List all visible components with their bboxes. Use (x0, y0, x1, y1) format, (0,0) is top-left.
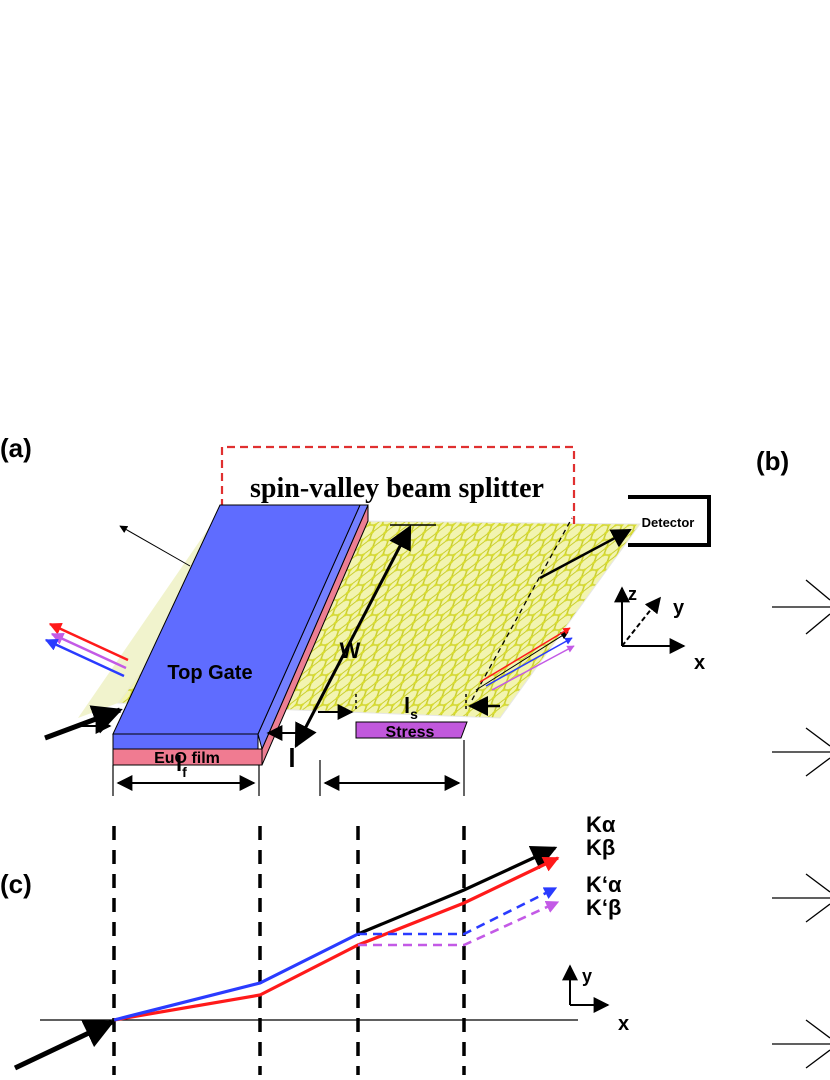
film-length-label: lf (176, 751, 187, 780)
panel-b-cone-2 (772, 727, 830, 777)
width-label: W (340, 638, 361, 663)
right-blue-arrow (485, 637, 573, 687)
beam-k-alpha-path (357, 846, 558, 936)
axis-c-x-label: x (618, 1013, 629, 1035)
top-gate-label: Top Gate (167, 662, 252, 684)
incident-beam-arrow (44, 705, 123, 741)
axis-a-z-label: z (628, 584, 637, 604)
panel-b-label: (b) (756, 446, 789, 476)
detector-guide-line (471, 517, 573, 701)
beam-label-k-alpha: Kα (586, 812, 616, 837)
panel-a-label: (a) (0, 433, 32, 463)
beam-label-k-prime-beta: K‘β (586, 895, 621, 920)
euo-film-label: EuO film (154, 750, 220, 767)
left-blue-arrow (44, 638, 125, 678)
detector-label: Detector (642, 515, 695, 530)
euo-film-face (112, 748, 263, 766)
beam-label-k-beta: Kβ (586, 835, 615, 860)
right-black-thin-arrow (475, 631, 569, 691)
beam-k-beta-path (113, 856, 560, 1022)
left-purple-arrow (50, 632, 127, 670)
panel-b-cone-3 (772, 873, 830, 923)
axis-a-x-label: x (694, 652, 705, 674)
splitter-title: spin-valley beam splitter (250, 473, 544, 504)
beam-k-prime-alpha-dashed (358, 886, 558, 936)
gate-front-face (112, 733, 259, 750)
panel-b-cone-4 (772, 1019, 830, 1069)
axis-a-y (621, 596, 661, 647)
axis-a-y-label: y (673, 597, 685, 619)
reflected-beam-arrow (119, 525, 191, 567)
panel-c-label: (c) (0, 869, 32, 899)
trajectory-incident-arrow (13, 1019, 115, 1071)
beam-k-prime-beta-dashed (358, 900, 560, 947)
detector-beam-arrow (539, 528, 632, 580)
width-arrow (294, 524, 412, 749)
stress-label: Stress (386, 724, 435, 741)
stress-length-label: ls (404, 693, 418, 722)
gap-label: l (288, 743, 295, 773)
beam-k-prime-alpha-path (113, 932, 359, 1022)
detector-box (628, 495, 711, 547)
splitter-title-bg (224, 468, 572, 504)
splitter-box (220, 445, 576, 528)
left-red-arrow (48, 622, 129, 662)
panel-b-cone-1 (772, 579, 830, 635)
axis-c-y-label: y (582, 966, 592, 986)
beam-label-k-prime-alpha: K‘α (586, 872, 622, 897)
right-purple-arrow (491, 645, 575, 691)
right-red-arrow (479, 627, 571, 683)
